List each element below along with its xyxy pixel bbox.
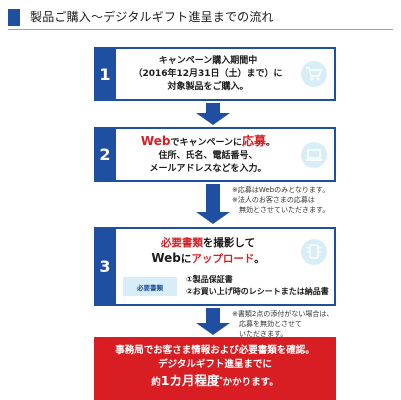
flow-arrow-1-head — [196, 113, 230, 125]
flow-arrow-3-head — [196, 323, 230, 335]
required-documents-badge: 必要書類 — [123, 277, 177, 296]
final-line-3: 約1カ月程度*かかります。 — [94, 372, 336, 391]
step-3-line1-end: を撮影して — [202, 237, 256, 249]
step-3-line1: 必要書類を撮影して — [122, 236, 294, 251]
step-3-web: Web — [151, 251, 181, 265]
step-2-line1-mid: でキャンペーンに — [170, 138, 243, 148]
step-3-note-1: ※書類2点の添付がない場合は、 — [232, 310, 334, 318]
step-3-text: 必要書類を撮影して Webにアップロード。 — [122, 236, 294, 267]
step-2-text: Webでキャンペーンに応募。 住所、氏名、電話番号、 メールアドレスなどを入力。 — [122, 135, 294, 176]
final-notice-box: 事務局でお客さま情報および必要書類を確認。 デジタルギフト進呈までに 約1カ月程… — [94, 337, 336, 400]
flow-arrow-2-head — [196, 212, 230, 224]
shopping-cart-icon — [301, 61, 327, 87]
step-2-number: 2 — [94, 127, 116, 182]
step-3-notes: ※書類2点の添付がない場合は、 応募を無効とさせて いただきます。 — [232, 309, 333, 339]
step-1-line1: キャンペーン購入期間中 — [158, 56, 258, 66]
step-2-web-label: Web — [140, 134, 171, 148]
final-line-3-prefix: 約 — [151, 377, 161, 389]
page-title: 製品ご購入～デジタルギフト進呈までの流れ — [30, 10, 274, 24]
flow-arrow-2-shaft — [206, 184, 220, 214]
required-document-item: ①製品保証書 — [186, 275, 233, 284]
step-3-ni: に — [180, 253, 192, 265]
step-1-line2: （2016年12月31日（土）まで）に — [133, 69, 283, 79]
step-2-note-3: 無効とさせていただきます。 — [232, 206, 330, 214]
step-1-box: 1 キャンペーン購入期間中 （2016年12月31日（土）まで）に 対象製品をご… — [94, 47, 336, 101]
step-3-line2-end: 。 — [254, 253, 265, 265]
step-2-box: 2 Webでキャンペーンに応募。 住所、氏名、電話番号、 メールアドレスなどを入… — [94, 127, 336, 182]
step-1-number: 1 — [94, 47, 116, 101]
step-2-apply-label: 応募 — [242, 134, 267, 148]
final-duration: 1カ月程度 — [160, 373, 220, 389]
laptop-icon — [301, 142, 327, 168]
header-accent-bar — [8, 9, 20, 26]
step-3-documents-label: 必要書類 — [160, 237, 203, 249]
step-2-line2: 住所、氏名、電話番号、 — [158, 151, 258, 161]
step-3-number: 3 — [94, 227, 116, 306]
final-line-2: デジタルギフト進呈までに — [158, 359, 272, 370]
required-documents-list: ①製品保証書 ②お買い上げ時のレシートまたは納品書 — [186, 274, 329, 298]
final-line-3-suffix: かかります。 — [222, 377, 279, 389]
flow-arrow-1-shaft — [206, 103, 220, 115]
section-header: 製品ご購入～デジタルギフト進呈までの流れ — [8, 6, 393, 30]
flow-arrow-3-shaft — [206, 308, 220, 325]
step-2-line1: Webでキャンペーンに応募。 — [122, 135, 294, 150]
step-2-line3: メールアドレスなどを入力。 — [149, 164, 267, 174]
step-2-note-2: ※法人のお客さまの応募は — [232, 196, 315, 204]
step-2-note-1: ※応募はWebのみとなります。 — [232, 186, 330, 194]
final-line-1: 事務局でお客さま情報および必要書類を確認。 — [115, 345, 315, 356]
step-3-note-2: 応募を無効とさせて — [232, 320, 302, 328]
step-3-upload-label: アップロード — [191, 253, 255, 265]
required-document-item: ②お買い上げ時のレシートまたは納品書 — [186, 287, 329, 296]
step-2-notes: ※応募はWebのみとなります。 ※法人のお客さまの応募は 無効とさせていただきま… — [232, 185, 329, 215]
header-divider — [8, 29, 393, 30]
final-footnote-mark: * — [219, 376, 223, 383]
step-3-note-3: いただきます。 — [232, 330, 288, 338]
smartphone-camera-icon — [301, 239, 327, 265]
step-1-text: キャンペーン購入期間中 （2016年12月31日（土）まで）に 対象製品をご購入… — [122, 55, 294, 94]
step-3-box: 3 必要書類を撮影して Webにアップロード。 必要書類 ①製品保証書 ②お買い… — [94, 227, 336, 306]
step-3-line2: Webにアップロード。 — [122, 251, 294, 267]
step-1-line3: 対象製品をご購入。 — [167, 82, 249, 92]
step-2-line1-end: 。 — [266, 138, 276, 148]
